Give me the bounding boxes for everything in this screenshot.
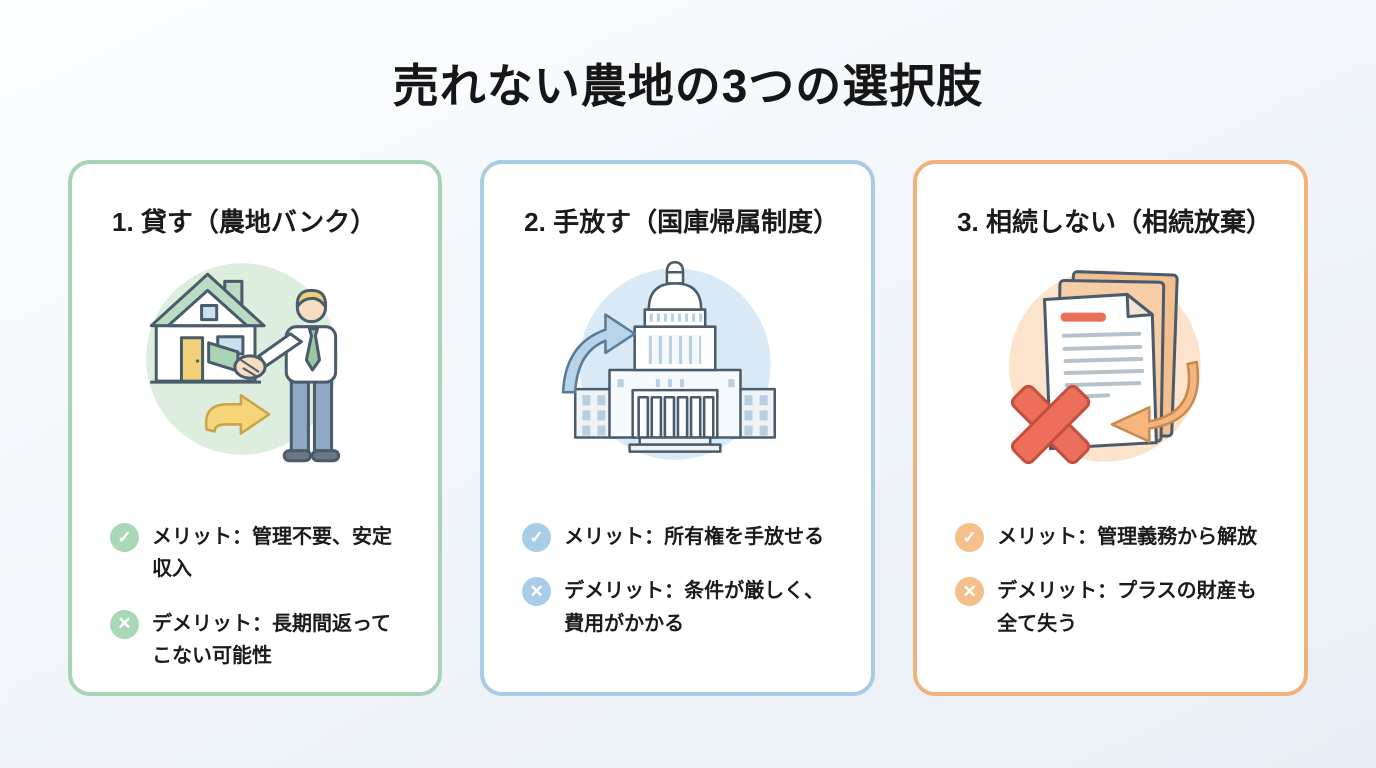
merit-row: ✓ メリット：所有権を手放せる — [522, 521, 839, 553]
demerit-row: ✕ デメリット：条件が厳しく、費用がかかる — [522, 575, 839, 640]
card-relinquish-points: ✓ メリット：所有権を手放せる ✕ デメリット：条件が厳しく、費用がかかる — [516, 521, 839, 640]
card-lend-heading: 1. 貸す（農地バンク） — [112, 207, 377, 237]
demerit-text: デメリット：プラスの財産も全て失う — [997, 580, 1257, 635]
government-building-illustration — [516, 251, 839, 483]
cross-icon: ✕ — [522, 577, 552, 607]
demerit-row: ✕ デメリット：長期間返ってこない可能性 — [110, 608, 406, 673]
rejected-documents-illustration — [949, 251, 1272, 483]
rejected-documents-icon — [1008, 270, 1201, 465]
cross-icon: ✕ — [110, 609, 139, 639]
house-handshake-icon — [146, 263, 341, 463]
card-renounce-points: ✓ メリット：管理義務から解放 ✕ デメリット：プラスの財産も全て失う — [949, 521, 1272, 640]
merit-row: ✓ メリット：管理不要、安定収入 — [110, 521, 406, 586]
card-renounce-heading: 3. 相続しない（相続放棄） — [957, 207, 1272, 237]
cross-icon: ✕ — [955, 577, 985, 607]
cards-container: 1. 貸す（農地バンク） — [68, 160, 1308, 696]
check-icon: ✓ — [955, 523, 985, 552]
merit-text: メリット：管理不要、安定収入 — [152, 526, 392, 581]
merit-text: メリット：管理義務から解放 — [997, 526, 1258, 548]
house-handshake-illustration — [104, 251, 406, 483]
infographic: 売れない農地の3つの選択肢 1. 貸す（農地バンク） — [0, 50, 1376, 696]
demerit-text: デメリット：長期間返ってこない可能性 — [152, 612, 391, 668]
demerit-text: デメリット：条件が厳しく、費用がかかる — [564, 580, 825, 635]
merit-row: ✓ メリット：管理義務から解放 — [955, 521, 1272, 553]
demerit-row: ✕ デメリット：プラスの財産も全て失う — [955, 575, 1272, 640]
government-building-icon — [561, 260, 776, 460]
page-title: 売れない農地の3つの選択肢 — [392, 60, 984, 112]
card-relinquish: 2. 手放す（国庫帰属制度） — [480, 160, 876, 696]
card-relinquish-heading: 2. 手放す（国庫帰属制度） — [524, 207, 840, 237]
card-lend: 1. 貸す（農地バンク） — [68, 160, 443, 696]
card-renounce: 3. 相続しない（相続放棄） — [913, 160, 1308, 696]
merit-text: メリット：所有権を手放せる — [564, 526, 825, 548]
check-icon: ✓ — [522, 523, 552, 552]
card-lend-points: ✓ メリット：管理不要、安定収入 ✕ デメリット：長期間返ってこない可能性 — [104, 521, 406, 673]
check-icon: ✓ — [110, 523, 139, 552]
